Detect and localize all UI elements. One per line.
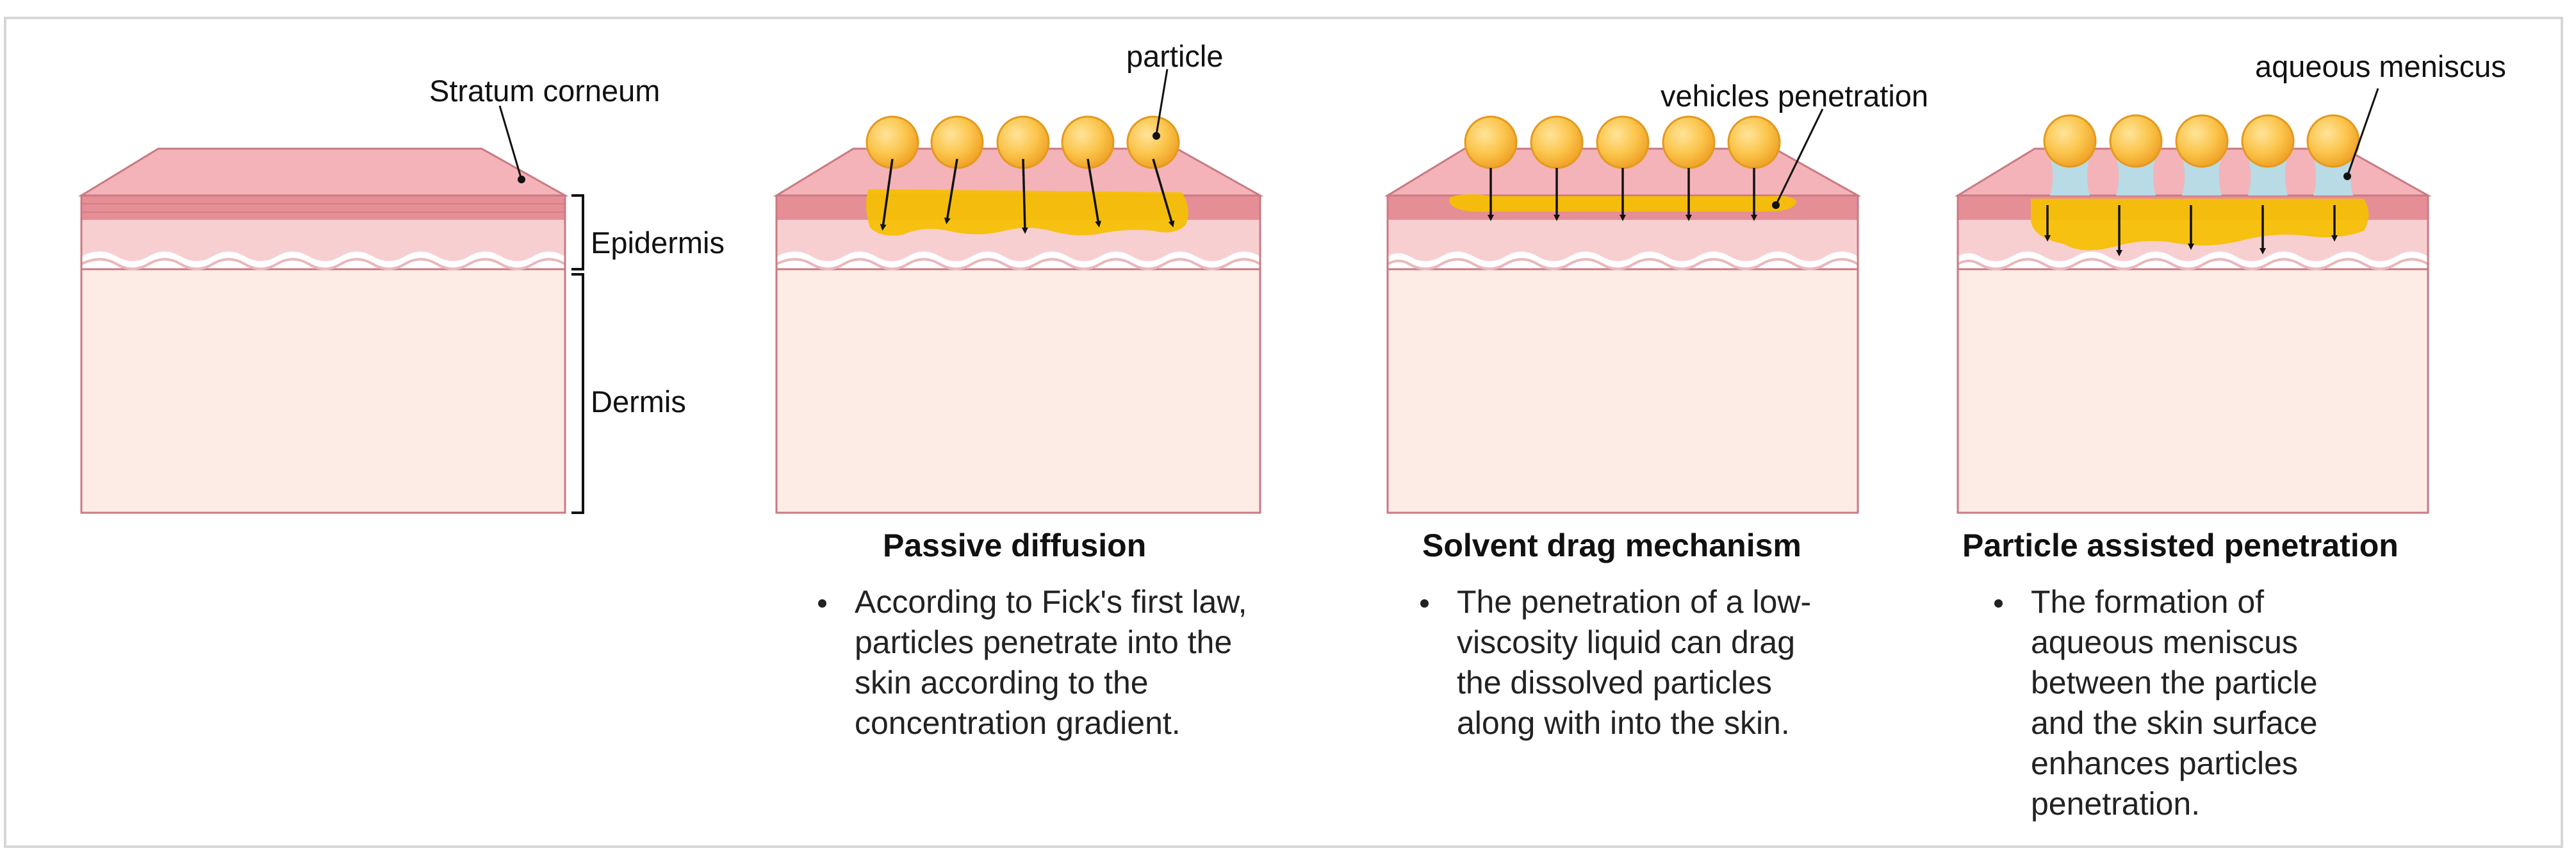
description-bullet: The penetration of a low-viscosity liqui… bbox=[1417, 582, 1814, 744]
stratum-leader-line bbox=[498, 105, 523, 180]
epidermis-layer bbox=[81, 218, 565, 262]
vehicles-leader-dot bbox=[1772, 201, 1780, 209]
particle bbox=[1662, 115, 1716, 169]
vehicles-leader-line bbox=[1775, 108, 1824, 206]
epidermis-dermis-boundary bbox=[1386, 258, 1859, 270]
dermis-layer bbox=[1386, 268, 1859, 514]
skin-block-solvent-drag bbox=[1384, 108, 1862, 514]
epidermis-dermis-boundary bbox=[776, 258, 1261, 270]
skin-block-structure bbox=[78, 105, 584, 514]
stratum-corneum-top bbox=[78, 147, 569, 197]
skin-block-particle-assisted bbox=[1954, 88, 2432, 514]
aqueous-meniscus-label: aqueous meniscus bbox=[2255, 49, 2506, 83]
skin-block-passive-diffusion bbox=[773, 69, 1264, 514]
panel-title-particle-assisted: Particle assisted penetration bbox=[1962, 528, 2399, 563]
epidermis-bracket bbox=[571, 194, 584, 270]
dermis-label: Dermis bbox=[591, 385, 686, 419]
particle bbox=[930, 115, 984, 169]
stratum-corneum-band bbox=[81, 195, 565, 220]
dermis-layer bbox=[1957, 268, 2429, 514]
description-bullet: The formation of aqueous meniscus betwee… bbox=[1991, 582, 2375, 824]
description-bullet: According to Fick's first law, particles… bbox=[815, 582, 1251, 744]
panel-title-solvent-drag: Solvent drag mechanism bbox=[1422, 528, 1801, 563]
panel-description-passive-diffusion: According to Fick's first law, particles… bbox=[815, 582, 1251, 744]
particle bbox=[2306, 114, 2360, 168]
penetration-zone bbox=[2031, 199, 2369, 251]
diffusion-arrow bbox=[1087, 158, 1102, 228]
meniscus-leader-line bbox=[2346, 88, 2379, 177]
epidermis-dermis-boundary bbox=[81, 258, 566, 270]
diffusion-arrow bbox=[1021, 158, 1028, 234]
epidermis-layer bbox=[1388, 218, 1858, 262]
skin-outline bbox=[80, 194, 566, 514]
particle bbox=[2175, 114, 2229, 168]
epidermis-label: Epidermis bbox=[591, 226, 725, 260]
particle bbox=[1530, 115, 1584, 169]
vehicles-penetration-label: vehicles penetration bbox=[1661, 79, 1929, 113]
stratum-leader-dot bbox=[518, 176, 525, 183]
particle bbox=[1596, 115, 1650, 169]
particle-leader-line bbox=[1155, 69, 1169, 135]
dermis-layer bbox=[775, 268, 1261, 514]
particle-leader-dot bbox=[1153, 132, 1160, 140]
diffusion-arrow bbox=[880, 158, 894, 231]
stratum-corneum-label: Stratum corneum bbox=[429, 74, 660, 108]
particle bbox=[1727, 115, 1781, 169]
panel-description-solvent-drag: The penetration of a low-viscosity liqui… bbox=[1417, 582, 1814, 744]
meniscus-leader-dot bbox=[2343, 172, 2351, 180]
particle bbox=[1126, 115, 1180, 169]
particle bbox=[1061, 115, 1115, 169]
particle-label: particle bbox=[1126, 39, 1224, 73]
panel-description-particle-assisted: The formation of aqueous meniscus betwee… bbox=[1991, 582, 2375, 824]
diffusion-arrow bbox=[1152, 158, 1175, 228]
particle bbox=[2109, 114, 2163, 168]
particle bbox=[1464, 115, 1518, 169]
diffusion-arrow bbox=[944, 158, 958, 224]
particle bbox=[2043, 114, 2097, 168]
particle bbox=[866, 115, 919, 169]
epidermis-dermis-boundary bbox=[1957, 258, 2429, 270]
panel-title-passive-diffusion: Passive diffusion bbox=[883, 528, 1147, 563]
particle bbox=[2241, 114, 2295, 168]
dermis-layer bbox=[80, 268, 566, 514]
dermis-bracket bbox=[571, 273, 584, 514]
